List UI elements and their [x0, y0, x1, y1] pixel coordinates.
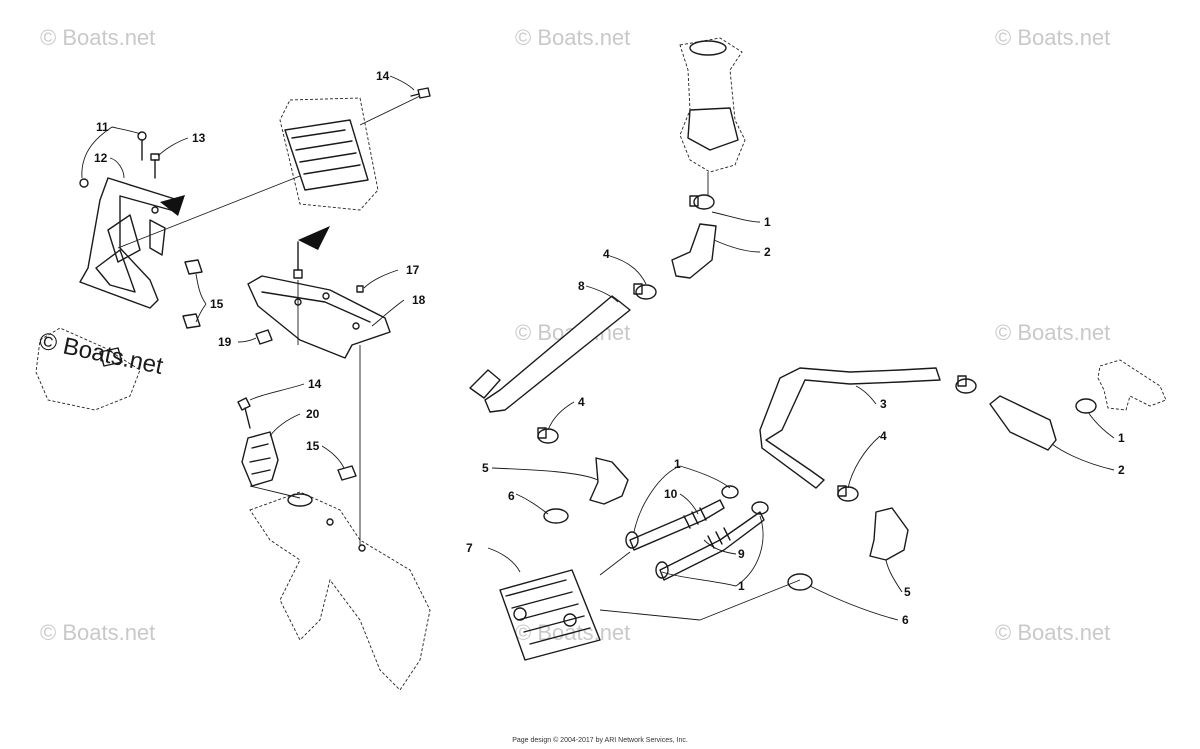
callout-1: 1: [764, 215, 771, 229]
hose-3: [759, 367, 941, 489]
tee-fitting: [1097, 359, 1167, 411]
hose-8: [484, 295, 631, 413]
callout-15: 15: [210, 297, 224, 311]
hose-clamp: [955, 375, 977, 394]
hose-assembly-9-10: [625, 485, 769, 581]
callout-8: 8: [578, 279, 585, 293]
fastener-17: [356, 285, 364, 293]
callout-14: 14: [376, 69, 390, 83]
leader-line: [249, 485, 301, 499]
watermark: © Boats.net: [40, 25, 155, 50]
callout-1: 1: [1118, 431, 1125, 445]
leader-line: [359, 95, 421, 126]
hose-clamp: [837, 485, 859, 502]
screw-14-lower: [237, 397, 251, 429]
callout-19: 19: [218, 335, 232, 349]
leader-line: [699, 579, 801, 621]
callout-4: 4: [578, 395, 585, 409]
frame-outline: [35, 327, 141, 411]
hose-elbow-2: [671, 223, 717, 279]
callout-4: 4: [880, 429, 887, 443]
callout-1: 1: [738, 579, 745, 593]
direction-arrow-icon: [298, 226, 330, 250]
mounting-bracket: [79, 177, 179, 309]
callout-5: 5: [482, 461, 489, 475]
leader-line: [117, 175, 301, 249]
footer-credit: Page design © 2004-2017 by ARI Network S…: [512, 737, 688, 744]
watermark: © Boats.net: [995, 320, 1110, 345]
watermark: © Boats.net: [515, 25, 630, 50]
screw-13: [150, 153, 160, 179]
bracket-20: [241, 431, 279, 487]
clip: [182, 313, 201, 329]
callout-10: 10: [664, 487, 678, 501]
direction-arrow-icon: [160, 195, 185, 216]
hose-clamp: [633, 283, 657, 300]
watermark: © Boats.net: [995, 620, 1110, 645]
hose-clamp: [543, 508, 569, 524]
oil-cooler: [499, 569, 601, 661]
leader-line: [599, 609, 701, 621]
hose-clamp: [689, 194, 715, 210]
heat-shield: [247, 275, 391, 359]
clip: [184, 259, 203, 275]
callout-6: 6: [508, 489, 515, 503]
callout-17: 17: [406, 263, 420, 277]
clip-15-lower: [337, 465, 357, 481]
callout-6: 6: [902, 613, 909, 627]
watermark: © Boats.net: [995, 25, 1110, 50]
callout-20: 20: [306, 407, 320, 421]
callout-2: 2: [1118, 463, 1125, 477]
screw-14: [410, 87, 431, 99]
callout-labels: 1 2 4 8 4 5 6 7 1 10 9 1 3 4 1 2 5 6 11 …: [94, 69, 1125, 627]
hose-clamp: [537, 427, 559, 444]
callout-5: 5: [904, 585, 911, 599]
callout-7: 7: [466, 541, 473, 555]
hose-clamp: [787, 573, 813, 591]
hose-2-right: [989, 395, 1057, 451]
clip: [99, 347, 123, 367]
lower-frame: [249, 491, 431, 691]
callout-13: 13: [192, 131, 206, 145]
callout-4: 4: [603, 247, 610, 261]
callout-11: 11: [96, 120, 109, 134]
screw-11: [79, 131, 147, 188]
callout-18: 18: [412, 293, 426, 307]
hose-elbow-5: [589, 457, 629, 505]
callout-15: 15: [306, 439, 320, 453]
hose-elbow-5-right: [869, 507, 909, 561]
hose-elbow-tube: [469, 369, 501, 399]
watermark: © Boats.net: [40, 620, 155, 645]
callout-12: 12: [94, 151, 108, 165]
leader-line: [599, 551, 631, 576]
callout-9: 9: [738, 547, 745, 561]
callout-14: 14: [308, 377, 322, 391]
callout-1: 1: [674, 457, 681, 471]
oil-cooler-upper: [279, 97, 379, 211]
clip-19: [255, 329, 273, 345]
callout-leaders: [81, 75, 1115, 621]
thermostat-housing: [679, 37, 746, 173]
fastener: [293, 269, 303, 279]
callout-3: 3: [880, 397, 887, 411]
callout-2: 2: [764, 245, 771, 259]
hose-clamp: [1075, 398, 1097, 414]
